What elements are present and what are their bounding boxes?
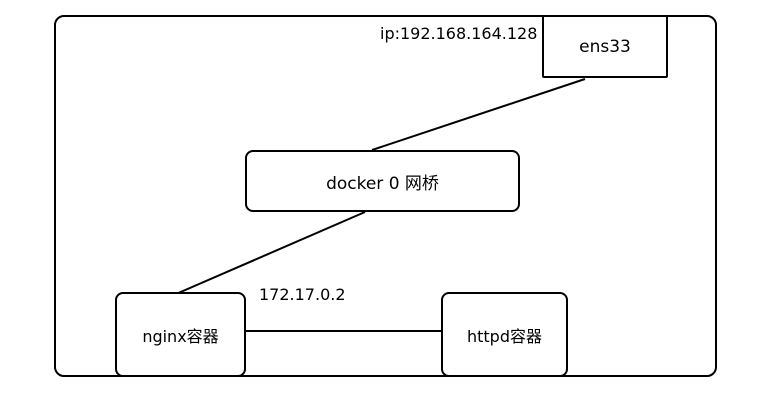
container-ip-label: 172.17.0.2 [259, 285, 346, 304]
nginx-container-node: nginx容器 [115, 292, 246, 377]
ens33-interface-node: ens33 [542, 15, 668, 78]
ens33-label: ens33 [579, 36, 631, 57]
nginx-container-label: nginx容器 [142, 326, 219, 346]
link-bridge-nginx [175, 211, 366, 295]
httpd-container-node: httpd容器 [441, 292, 568, 377]
link-ens33-bridge [371, 78, 586, 151]
host-machine-frame [54, 15, 717, 377]
docker-bridge-label: docker 0 网桥 [326, 173, 439, 194]
httpd-container-label: httpd容器 [466, 326, 542, 346]
host-ip-label: ip:192.168.164.128 [380, 24, 538, 43]
docker-bridge-node: docker 0 网桥 [245, 150, 520, 212]
